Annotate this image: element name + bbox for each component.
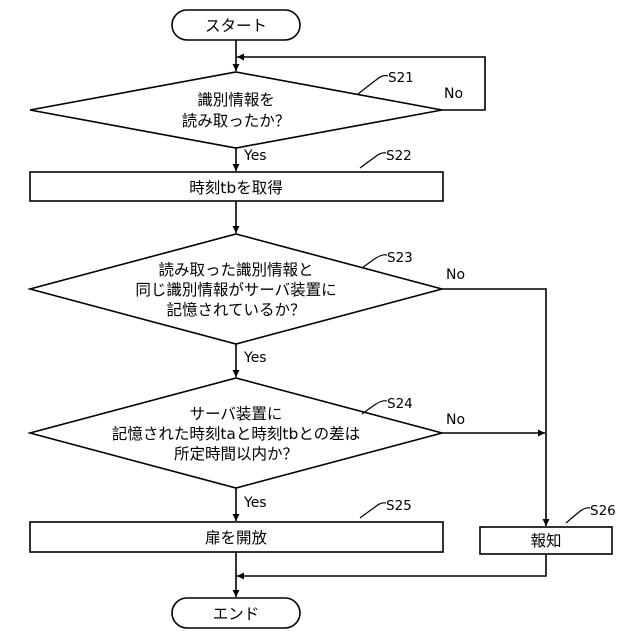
s26-label: 報知 — [530, 532, 561, 550]
s21-no-label: No — [444, 86, 463, 102]
connector-s23-no — [442, 289, 546, 526]
decision-s21 — [30, 72, 442, 148]
s26-step-id: S26 — [590, 503, 616, 519]
s23-no-label: No — [446, 267, 465, 283]
s23-step-id: S23 — [387, 250, 413, 266]
s24-line-3: 所定時間以内か？ — [174, 445, 298, 463]
s21-line-1: 識別情報を — [197, 91, 275, 109]
s23-line-3: 記憶されているか？ — [166, 301, 305, 319]
s21-step-leader — [358, 76, 388, 95]
s25-step-id: S25 — [386, 498, 412, 514]
s21-line-2: 読み取ったか？ — [182, 112, 291, 130]
s24-line-2: 記憶された時刻taと時刻tbとの差は — [112, 425, 360, 443]
s25-step-leader — [360, 503, 386, 518]
end-label: エンド — [213, 605, 260, 623]
s26-step-leader — [566, 508, 590, 523]
s21-yes-label: Yes — [243, 148, 267, 164]
s23-line-2: 同じ識別情報がサーバ装置に — [135, 281, 336, 299]
s24-no-label: No — [446, 412, 465, 428]
s22-label: 時刻tbを取得 — [189, 179, 282, 197]
s23-line-1: 読み取った識別情報と — [158, 261, 313, 279]
s22-step-id: S22 — [386, 148, 412, 164]
s24-line-1: サーバ装置に — [190, 405, 283, 423]
s24-yes-label: Yes — [243, 495, 267, 511]
s22-step-leader — [360, 153, 386, 168]
s21-step-id: S21 — [388, 70, 414, 86]
s23-yes-label: Yes — [243, 350, 267, 366]
s25-label: 扉を開放 — [205, 529, 268, 547]
s23-step-leader — [362, 255, 387, 268]
connector-s26-merge — [237, 554, 546, 576]
start-label: スタート — [205, 17, 267, 35]
s24-step-id: S24 — [387, 396, 413, 412]
